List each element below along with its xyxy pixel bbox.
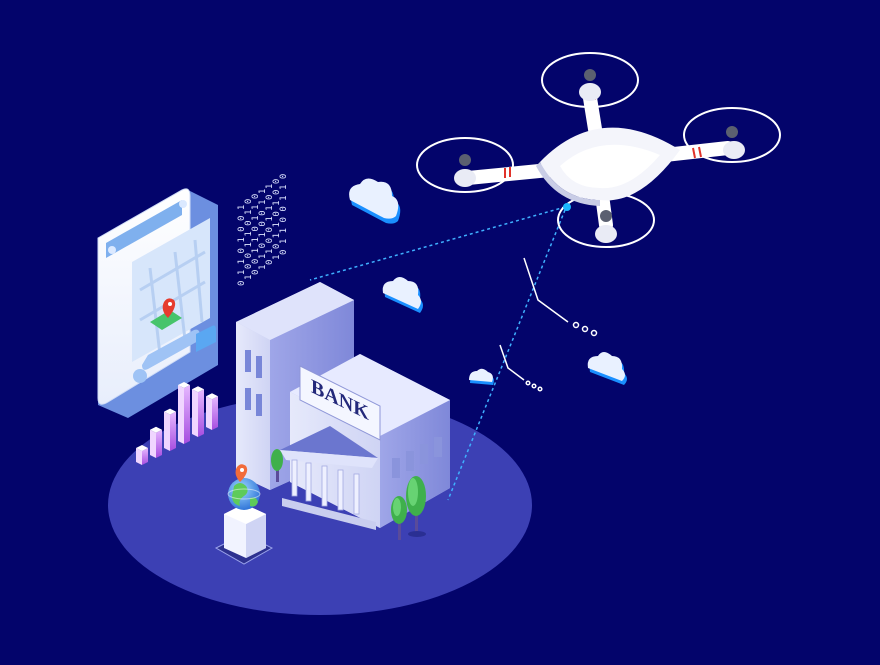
map-area	[132, 218, 210, 362]
globe-icon	[227, 478, 261, 510]
tree-icon	[406, 476, 426, 537]
bar-chart-icon	[136, 382, 218, 465]
bar	[150, 426, 162, 458]
tree-icon	[391, 496, 407, 540]
signal-lines	[309, 206, 566, 501]
bar	[178, 382, 190, 444]
binary-column: 1 1 0 1 0 0 1 1	[258, 189, 268, 270]
cloud-icon	[469, 368, 494, 385]
bar	[136, 445, 148, 465]
location-pin-icon	[162, 298, 176, 318]
drone-camera	[563, 203, 571, 211]
rotor-ring	[416, 137, 514, 193]
binary-column: 0 1 0 0 1 1 0 1	[265, 184, 275, 265]
rotor-ring	[683, 107, 781, 163]
cloud-icon	[587, 352, 627, 385]
marker-dots	[525, 321, 598, 392]
drone-icon	[416, 52, 781, 248]
signal-markers	[499, 257, 569, 381]
tree-icon	[271, 449, 283, 482]
smartphone-map-icon	[97, 188, 218, 418]
binary-column: 0 1 1 0 1 0 0 1	[237, 205, 247, 286]
bar	[164, 408, 176, 451]
bar	[192, 386, 204, 437]
cloud-icon	[382, 277, 423, 313]
bank-sign-board	[299, 365, 381, 441]
globe-pedestal	[214, 504, 274, 565]
binary-column: 0 1 1 0 0 1 1 0	[279, 174, 289, 255]
binary-column: 1 0 1 1 0 1 0 0	[272, 179, 282, 260]
location-pin-icon	[235, 464, 248, 482]
bar	[206, 393, 218, 430]
cloud-icon	[349, 178, 401, 224]
binary-column: 0 0 1 1 0 1 1 0	[251, 194, 261, 275]
binary-code: 0 1 1 0 1 0 0 1 1 0 0 1 1 0 1 0 0 0 1 1 …	[237, 174, 289, 286]
binary-column: 1 0 0 1 1 0 1 0	[244, 199, 254, 280]
